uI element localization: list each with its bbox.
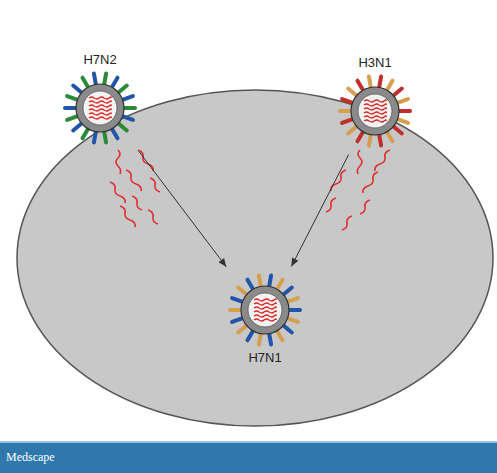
strain-label: H7N2: [60, 52, 140, 68]
virus-node: H3N1: [335, 55, 415, 151]
strain-label: H3N1: [335, 55, 415, 71]
virus-node: H7N2: [60, 52, 140, 148]
footer-bar: [0, 441, 497, 473]
reassortment-arrow: [291, 155, 348, 267]
host-cell: [17, 90, 493, 426]
watermark: Medscape: [6, 448, 55, 466]
reassortment-arrow: [139, 151, 227, 267]
virus-node: H7N1: [225, 270, 305, 366]
virus-particle: [225, 270, 305, 350]
virus-particle: [60, 68, 140, 148]
virus-particle: [335, 71, 415, 151]
strain-label: H7N1: [225, 350, 305, 366]
rna-strands: [110, 150, 390, 230]
